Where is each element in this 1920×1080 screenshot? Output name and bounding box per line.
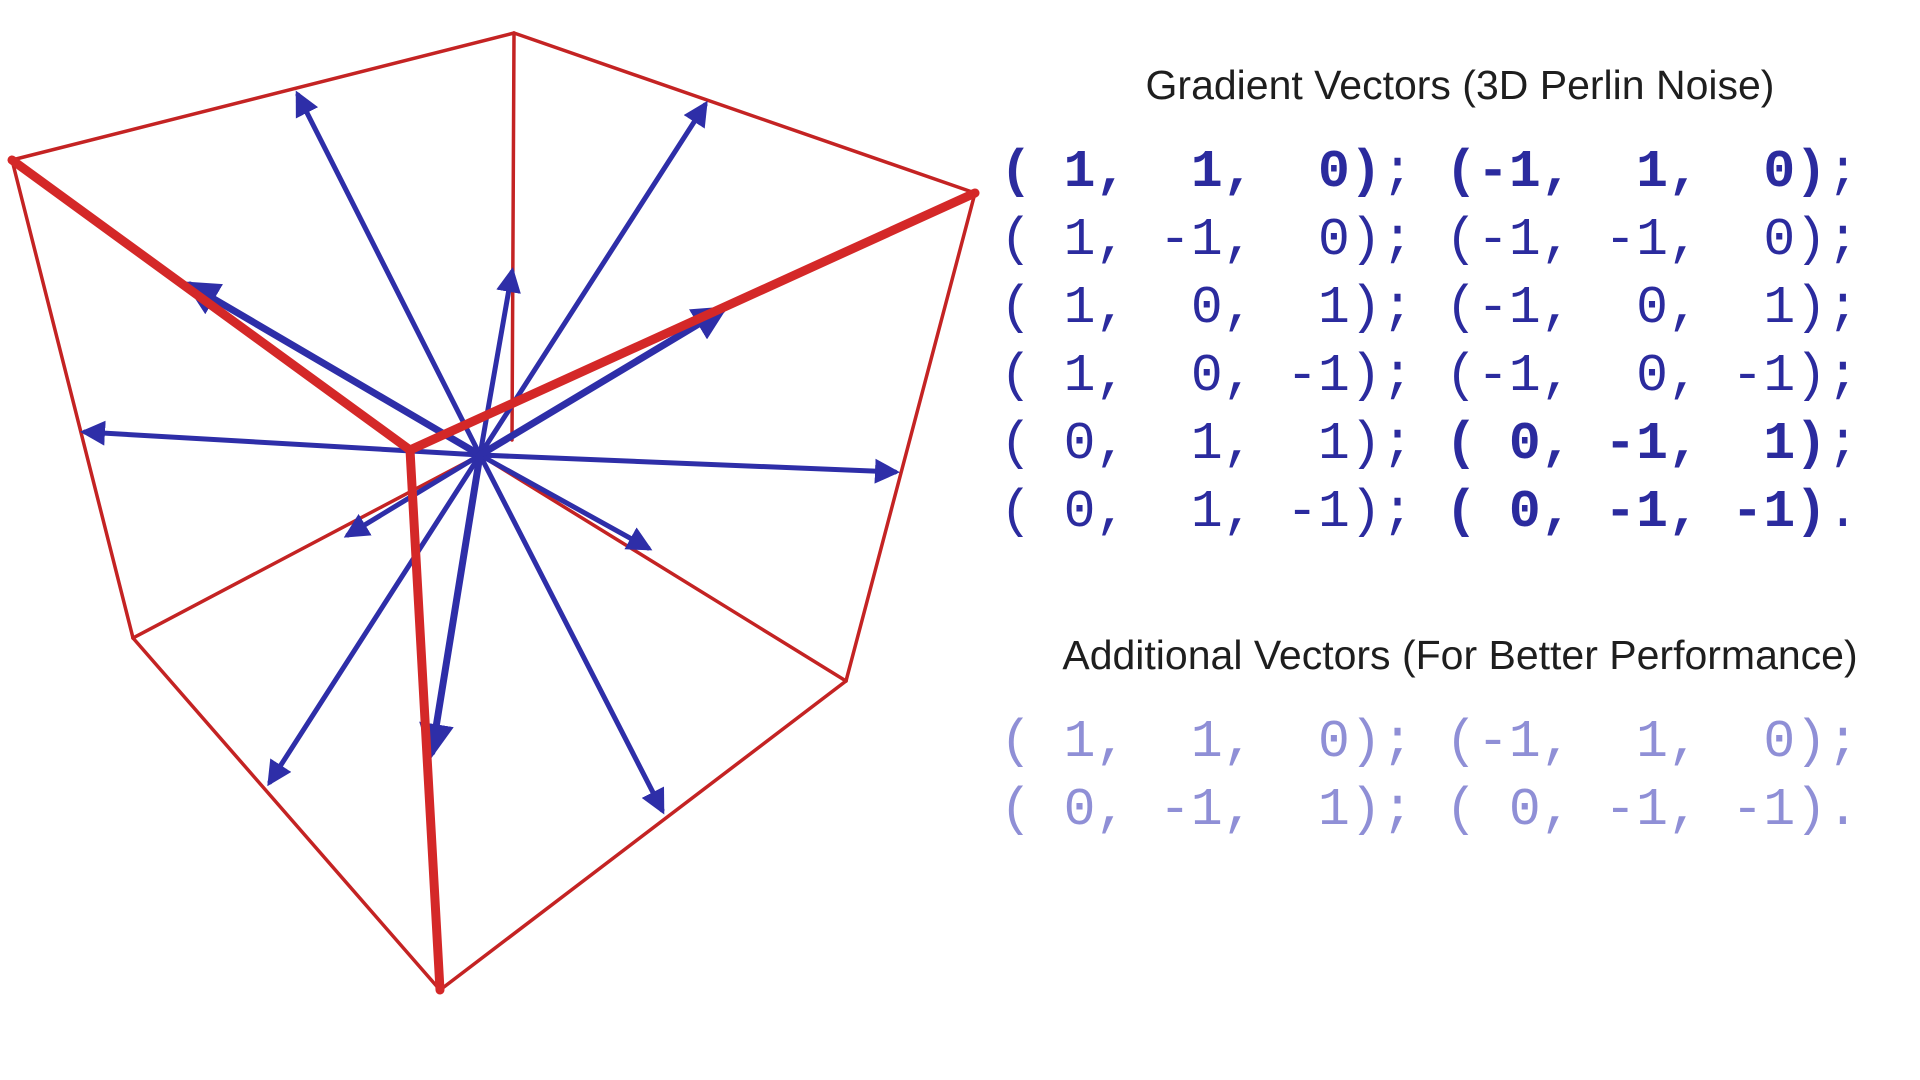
vector-right: ( 0, -1, -1) (1445, 780, 1827, 840)
vector-left: ( 1, 0, 1) (1000, 278, 1382, 338)
vector-separator: ; (1381, 278, 1446, 338)
additional-vector-list: ( 1, 1, 0); (-1, 1, 0);( 0, -1, 1); ( 0,… (1000, 708, 1859, 844)
vector-separator: ; (1381, 414, 1446, 474)
cube-edge (512, 31, 977, 195)
cube-edge (10, 158, 135, 640)
vector-left: ( 0, -1, 1) (1000, 780, 1382, 840)
vector-terminator: ; (1826, 346, 1859, 406)
gradient-arrow (295, 90, 483, 458)
vector-separator: ; (1381, 142, 1446, 202)
cube-edge (7, 155, 415, 455)
vector-row: ( 1, 1, 0); (-1, 1, 0); (1000, 138, 1859, 206)
vector-row: ( 1, 0, -1); (-1, 0, -1); (1000, 342, 1859, 410)
vector-right: (-1, 1, 0) (1445, 712, 1827, 772)
cube-gradient-diagram (7, 31, 980, 995)
gradient-arrow (419, 451, 484, 759)
vector-terminator: ; (1826, 414, 1859, 474)
vector-terminator: ; (1826, 210, 1859, 270)
gradient-arrow (476, 306, 729, 459)
vector-separator: ; (1381, 210, 1446, 270)
gradient-vector-list: ( 1, 1, 0); (-1, 1, 0);( 1, -1, 0); (-1,… (1000, 138, 1859, 546)
vector-left: ( 1, -1, 0) (1000, 210, 1382, 270)
vector-row: ( 0, 1, -1); ( 0, -1, -1). (1000, 478, 1859, 546)
vector-separator: ; (1381, 346, 1446, 406)
vector-terminator: ; (1826, 278, 1859, 338)
cube-front-edges (7, 155, 980, 995)
vector-terminator: . (1826, 780, 1859, 840)
cube-edge (844, 191, 977, 683)
additional-vectors-title: Additional Vectors (For Better Performan… (1062, 632, 1858, 678)
gradient-arrow (477, 452, 653, 551)
vector-separator: ; (1381, 712, 1446, 772)
vector-row: ( 0, 1, 1); ( 0, -1, 1); (1000, 410, 1859, 478)
gradient-arrow (183, 281, 484, 459)
vector-right: (-1, 1, 0) (1445, 142, 1827, 202)
gradient-arrow (477, 267, 521, 458)
cube-edge (510, 31, 516, 442)
vector-left: ( 0, 1, 1) (1000, 414, 1382, 474)
vector-left: ( 1, 0, -1) (1000, 346, 1382, 406)
gradient-arrow (477, 452, 665, 815)
vector-terminator: ; (1826, 712, 1859, 772)
cube-back-edges (10, 31, 977, 992)
vector-row: ( 1, -1, 0); (-1, -1, 0); (1000, 206, 1859, 274)
vector-right: (-1, -1, 0) (1445, 210, 1827, 270)
gradient-arrow (477, 452, 900, 484)
vector-left: ( 1, 1, 0) (1000, 712, 1382, 772)
gradient-arrows (80, 90, 900, 815)
vector-terminator: . (1826, 482, 1859, 542)
vector-terminator: ; (1826, 142, 1859, 202)
vector-right: (-1, 0, -1) (1445, 346, 1827, 406)
cube-edge (131, 636, 442, 992)
cube-edge (10, 31, 516, 162)
vector-row: ( 0, -1, 1); ( 0, -1, -1). (1000, 776, 1859, 844)
vector-right: ( 0, -1, 1) (1445, 414, 1827, 474)
vector-separator: ; (1381, 482, 1446, 542)
cube-edge (131, 453, 482, 640)
gradient-vectors-title: Gradient Vectors (3D Perlin Noise) (1145, 62, 1775, 108)
vector-left: ( 0, 1, -1) (1000, 482, 1382, 542)
vector-left: ( 1, 1, 0) (1000, 142, 1382, 202)
cube-edge (405, 445, 445, 995)
vector-row: ( 1, 0, 1); (-1, 0, 1); (1000, 274, 1859, 342)
vector-separator: ; (1381, 780, 1446, 840)
vector-row: ( 1, 1, 0); (-1, 1, 0); (1000, 708, 1859, 776)
vector-right: (-1, 0, 1) (1445, 278, 1827, 338)
gradient-arrow (267, 452, 483, 787)
cube-edge (405, 188, 980, 455)
cube-edge (438, 679, 848, 992)
cube-edge (478, 453, 848, 683)
vector-right: ( 0, -1, -1) (1445, 482, 1827, 542)
